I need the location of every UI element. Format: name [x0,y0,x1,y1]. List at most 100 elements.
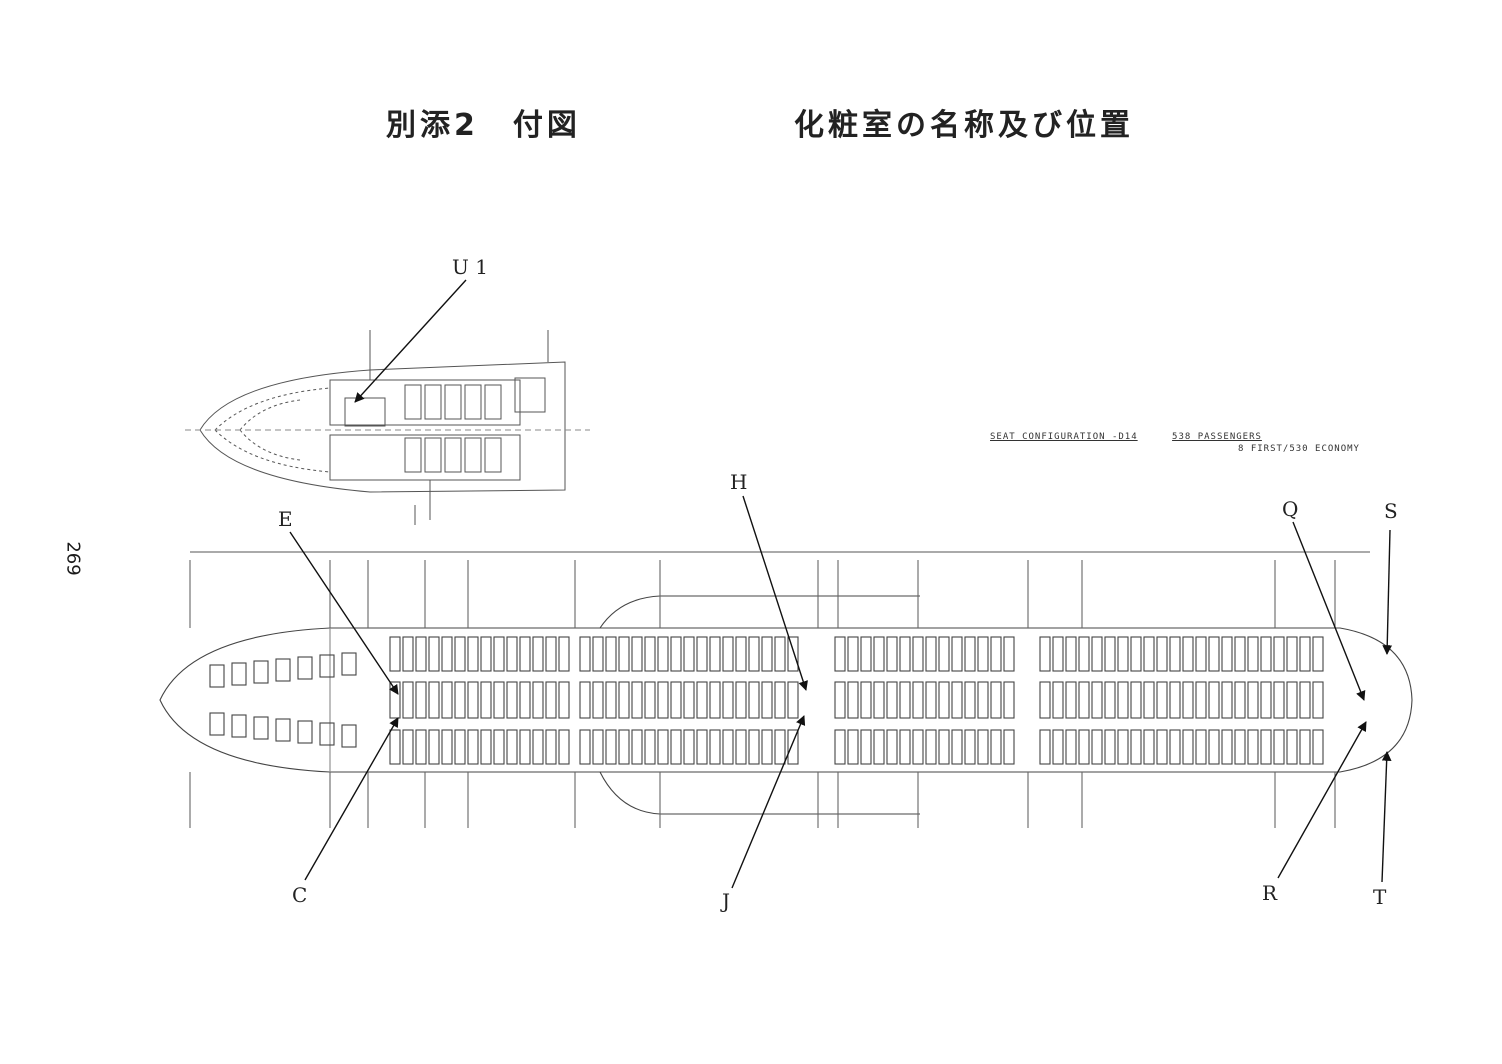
seat [545,729,557,765]
seat [579,681,591,719]
seat [1260,729,1272,765]
callout-u1: U 1 [452,255,488,279]
seat [990,636,1002,672]
seat [1260,681,1272,719]
seat [389,681,401,719]
seat [847,729,859,765]
seat [558,681,570,719]
seat [592,681,604,719]
callout-r: R [1262,881,1278,905]
seat [532,729,544,765]
seat [670,636,682,672]
seat [1117,636,1129,672]
leader-t [1381,751,1392,883]
seat [467,729,479,765]
seat [1003,729,1015,765]
seat [618,636,630,672]
seat [209,664,225,688]
seat [319,722,335,746]
seat [938,681,950,719]
seat [631,636,643,672]
seat [1299,729,1311,765]
main-deck-plan [159,551,1413,828]
seat [735,729,747,765]
seat [424,437,442,473]
seat [519,681,531,719]
seat [1104,681,1116,719]
seat [644,729,656,765]
seat [1104,729,1116,765]
callout-e: E [278,507,293,531]
seat [1221,636,1233,672]
seat [860,681,872,719]
seat [1208,729,1220,765]
seat [977,729,989,765]
appendix-title: 別添2 付図 [386,108,581,143]
seat [454,681,466,719]
callout-s: S [1384,499,1398,523]
seat [670,729,682,765]
seat [297,656,313,680]
seat [415,729,427,765]
seat [545,636,557,672]
seat [912,636,924,672]
seat [424,384,442,420]
seat [1234,681,1246,719]
leader-q [1292,521,1366,701]
callout-c: C [292,883,307,907]
seat [873,636,885,672]
seat [657,729,669,765]
seat [1234,729,1246,765]
seat [592,729,604,765]
seat [558,729,570,765]
seat [1130,636,1142,672]
seat [464,384,482,420]
seat [709,729,721,765]
seat [709,636,721,672]
seat [1312,729,1324,765]
seat [444,384,462,420]
seat [925,636,937,672]
seat [787,681,799,719]
seat [1208,636,1220,672]
seat [454,729,466,765]
leader-u1 [354,279,467,403]
seat [1195,729,1207,765]
seat [774,681,786,719]
seat [990,681,1002,719]
seat [657,636,669,672]
seat [1182,729,1194,765]
seat [519,636,531,672]
upper-cabin-curve-bottom [599,771,920,815]
seat [847,636,859,672]
seat [709,681,721,719]
seat [493,729,505,765]
seat [1195,681,1207,719]
seat [1247,681,1259,719]
seat [990,729,1002,765]
leader-j [731,715,806,889]
seat [1130,681,1142,719]
seat [1182,636,1194,672]
seat [787,729,799,765]
seat [787,636,799,672]
seat [404,437,422,473]
seat [1312,636,1324,672]
seat [938,729,950,765]
seat [1208,681,1220,719]
seat [735,636,747,672]
seat [545,681,557,719]
seat [696,636,708,672]
seat [519,729,531,765]
seat [899,729,911,765]
seat [1117,729,1129,765]
seat [1078,636,1090,672]
seat [631,681,643,719]
seat [341,652,357,676]
seat [860,729,872,765]
seat [1078,729,1090,765]
seat [1003,681,1015,719]
seat [1143,681,1155,719]
seat [389,729,401,765]
seat [231,662,247,686]
